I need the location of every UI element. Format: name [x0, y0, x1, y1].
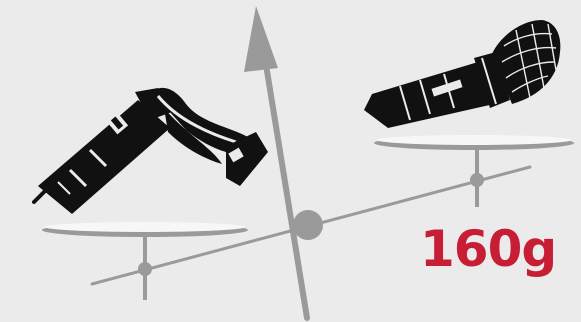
- microphone-icon: [364, 20, 560, 128]
- weight-label: 160g: [420, 224, 556, 274]
- left-pan: [42, 222, 248, 300]
- pivot-knob: [293, 210, 323, 240]
- screwdriver-icon: [34, 88, 268, 214]
- right-pan: [374, 135, 574, 207]
